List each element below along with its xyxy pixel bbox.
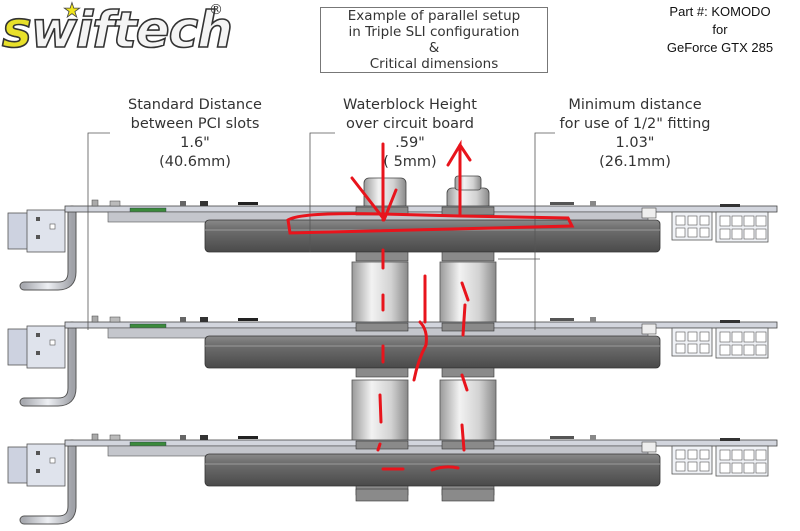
title-line: Example of parallel setup xyxy=(347,8,521,24)
title-line: & xyxy=(428,40,440,56)
annotation-value-mm: (40.6mm) xyxy=(159,154,231,170)
annotation-line: between PCI slots xyxy=(130,116,260,132)
star-icon: ★ xyxy=(63,0,82,22)
annotation-pci-slot-distance: Standard Distance between PCI slots 1.6"… xyxy=(90,96,300,172)
part-number: Part #: KOMODO xyxy=(669,4,771,19)
annotation-value-inches: 1.03" xyxy=(615,135,655,151)
swiftech-logo: swiftech ★ ® xyxy=(0,0,234,62)
top-fitting-outlet xyxy=(446,175,490,211)
red-markup-annotation xyxy=(286,139,575,472)
part-for: for xyxy=(712,22,728,37)
part-gpu: GeForce GTX 285 xyxy=(666,40,774,55)
bottom-nut xyxy=(355,488,409,502)
annotation-line: Minimum distance xyxy=(568,97,702,113)
top-fitting-inlet xyxy=(363,177,407,211)
annotation-value-mm: ( 5mm) xyxy=(383,154,437,170)
annotation-waterblock-height: Waterblock Height over circuit board .59… xyxy=(320,96,500,172)
annotation-line: Waterblock Height xyxy=(343,97,477,113)
title-line: in Triple SLI configuration xyxy=(348,24,520,40)
annotation-line: over circuit board xyxy=(346,116,474,132)
annotation-value-inches: .59" xyxy=(395,135,425,151)
logo-wordmark: swiftech xyxy=(1,1,234,59)
annotation-fitting-distance: Minimum distance for use of 1/2" fitting… xyxy=(540,96,730,172)
part-info: Part #: KOMODO for GeForce GTX 285 xyxy=(640,3,800,57)
dimension-pci-spacing xyxy=(87,132,110,330)
sli-bridge-fitting xyxy=(351,261,497,449)
logo-letter-s: s xyxy=(1,1,32,59)
diagram-title-box: Example of parallel setup in Triple SLI … xyxy=(320,7,548,73)
annotation-line: for use of 1/2" fitting xyxy=(559,116,711,132)
registered-mark: ® xyxy=(209,2,223,18)
annotation-line: Standard Distance xyxy=(128,97,262,113)
dimension-waterblock-height xyxy=(309,132,335,252)
graphics-card-3 xyxy=(8,434,777,520)
title-line: Critical dimensions xyxy=(369,56,499,72)
bottom-nut xyxy=(441,488,495,502)
annotation-value-inches: 1.6" xyxy=(180,135,210,151)
annotation-value-mm: (26.1mm) xyxy=(599,154,671,170)
logo-letters-rest: wiftech xyxy=(30,1,234,59)
dimension-fitting-distance xyxy=(498,132,555,330)
